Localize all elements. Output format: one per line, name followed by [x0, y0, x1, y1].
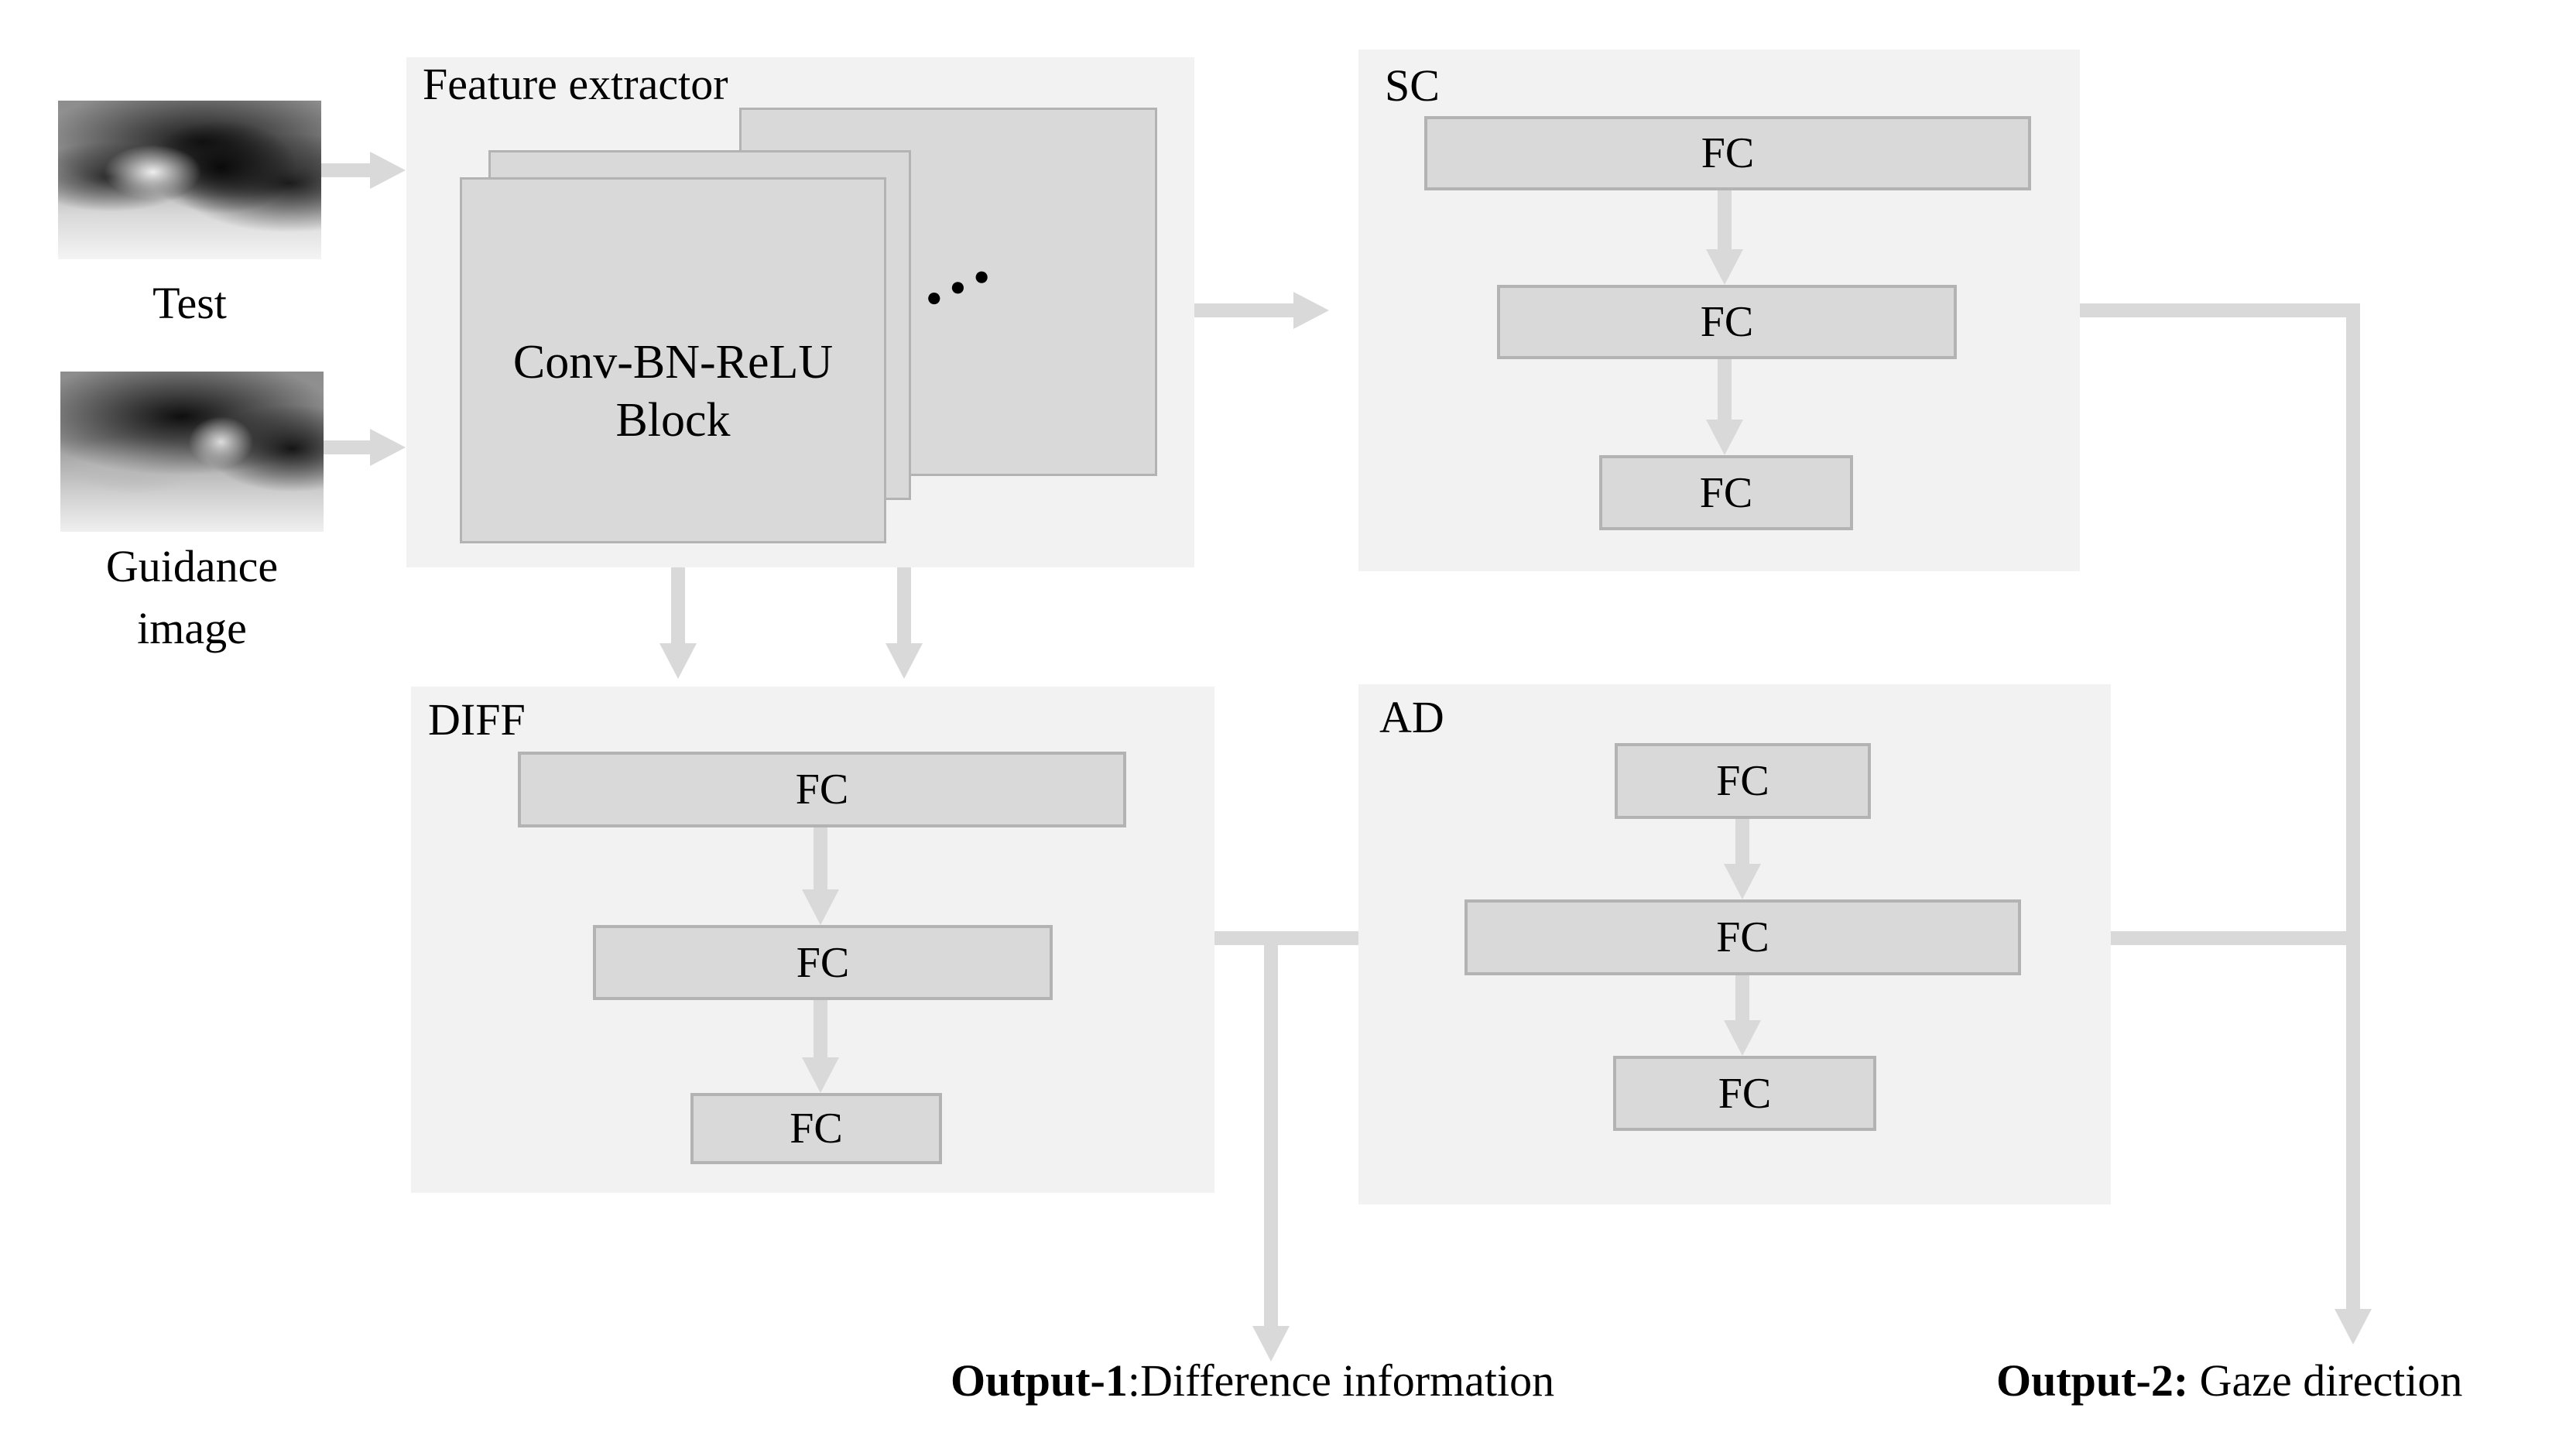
diff-arrow2-icon [802, 1057, 839, 1093]
conv-block-label-line1: Conv-BN-ReLU [512, 336, 834, 389]
conv-block-front [460, 177, 886, 543]
diff-arrow1-icon [802, 889, 839, 925]
output2-label: Output-2: Gaze direction [1996, 1355, 2462, 1406]
sc-arrow1-shaft [1718, 190, 1732, 249]
diff-fc1-box: FC [518, 752, 1126, 827]
diff-fc3-box: FC [690, 1093, 942, 1164]
sc-arrow2-icon [1706, 420, 1743, 455]
connector-sc-to-trunk [2080, 303, 2346, 317]
sc-title: SC [1385, 60, 1440, 111]
test-input-arrow-icon [370, 152, 406, 189]
conv-block-label: Conv-BN-ReLU Block [460, 177, 886, 543]
fe-to-sc-arrow-icon [1293, 292, 1329, 329]
test-image-label: Test [152, 278, 227, 328]
connector-trunk-vertical [2346, 303, 2360, 1309]
fe-to-sc-arrow-shaft [1194, 303, 1293, 317]
output2-label-bold: Output-2: [1996, 1355, 2189, 1406]
guidance-input-arrow-icon [370, 429, 406, 466]
output1-label-rest: :Difference information [1127, 1355, 1555, 1406]
guidance-image-label: Guidance image [60, 536, 324, 659]
test-input-arrow-shaft [321, 163, 370, 177]
fe-to-diff-arrow2-icon [886, 643, 923, 679]
sc-fc3-box: FC [1599, 455, 1853, 530]
guidance-input-arrow-shaft [324, 440, 370, 454]
output1-arrowhead-icon [1252, 1326, 1290, 1362]
sc-arrow1-icon [1706, 249, 1743, 285]
guidance-label-line1: Guidance [105, 541, 279, 591]
guidance-eye-image [60, 372, 324, 532]
diff-fc2-box: FC [593, 925, 1053, 1000]
guidance-label-line2: image [137, 603, 247, 653]
ad-arrow1-icon [1724, 864, 1761, 899]
sc-fc1-box: FC [1424, 116, 2031, 190]
diff-title: DIFF [428, 694, 526, 745]
fe-to-diff-arrow2-shaft [897, 567, 911, 643]
connector-output1-branch [1264, 931, 1278, 1326]
fe-to-diff-arrow1-icon [659, 643, 697, 679]
ad-arrow1-shaft [1735, 819, 1749, 864]
output2-arrowhead-icon [2335, 1309, 2372, 1345]
ad-fc2-box: FC [1464, 899, 2021, 975]
ad-arrow2-icon [1724, 1020, 1761, 1056]
output1-label-bold: Output-1 [951, 1355, 1128, 1406]
diff-arrow2-shaft [814, 1000, 827, 1057]
output1-label: Output-1:Difference information [951, 1355, 1554, 1406]
connector-ad-to-trunk [2111, 931, 2346, 945]
fe-to-diff-arrow1-shaft [671, 567, 685, 643]
connector-diff-to-ad [1214, 931, 1361, 945]
test-eye-image [58, 101, 321, 259]
ad-fc1-box: FC [1615, 743, 1871, 819]
ad-title: AD [1379, 692, 1444, 742]
sc-fc2-box: FC [1497, 285, 1957, 359]
ad-fc3-box: FC [1613, 1056, 1876, 1131]
feature-extractor-title: Feature extractor [423, 59, 728, 109]
diff-arrow1-shaft [814, 827, 827, 889]
ad-arrow2-shaft [1735, 975, 1749, 1020]
conv-block-label-line2: Block [615, 393, 731, 447]
output2-label-rest: Gaze direction [2188, 1355, 2463, 1406]
sc-arrow2-shaft [1718, 359, 1732, 420]
